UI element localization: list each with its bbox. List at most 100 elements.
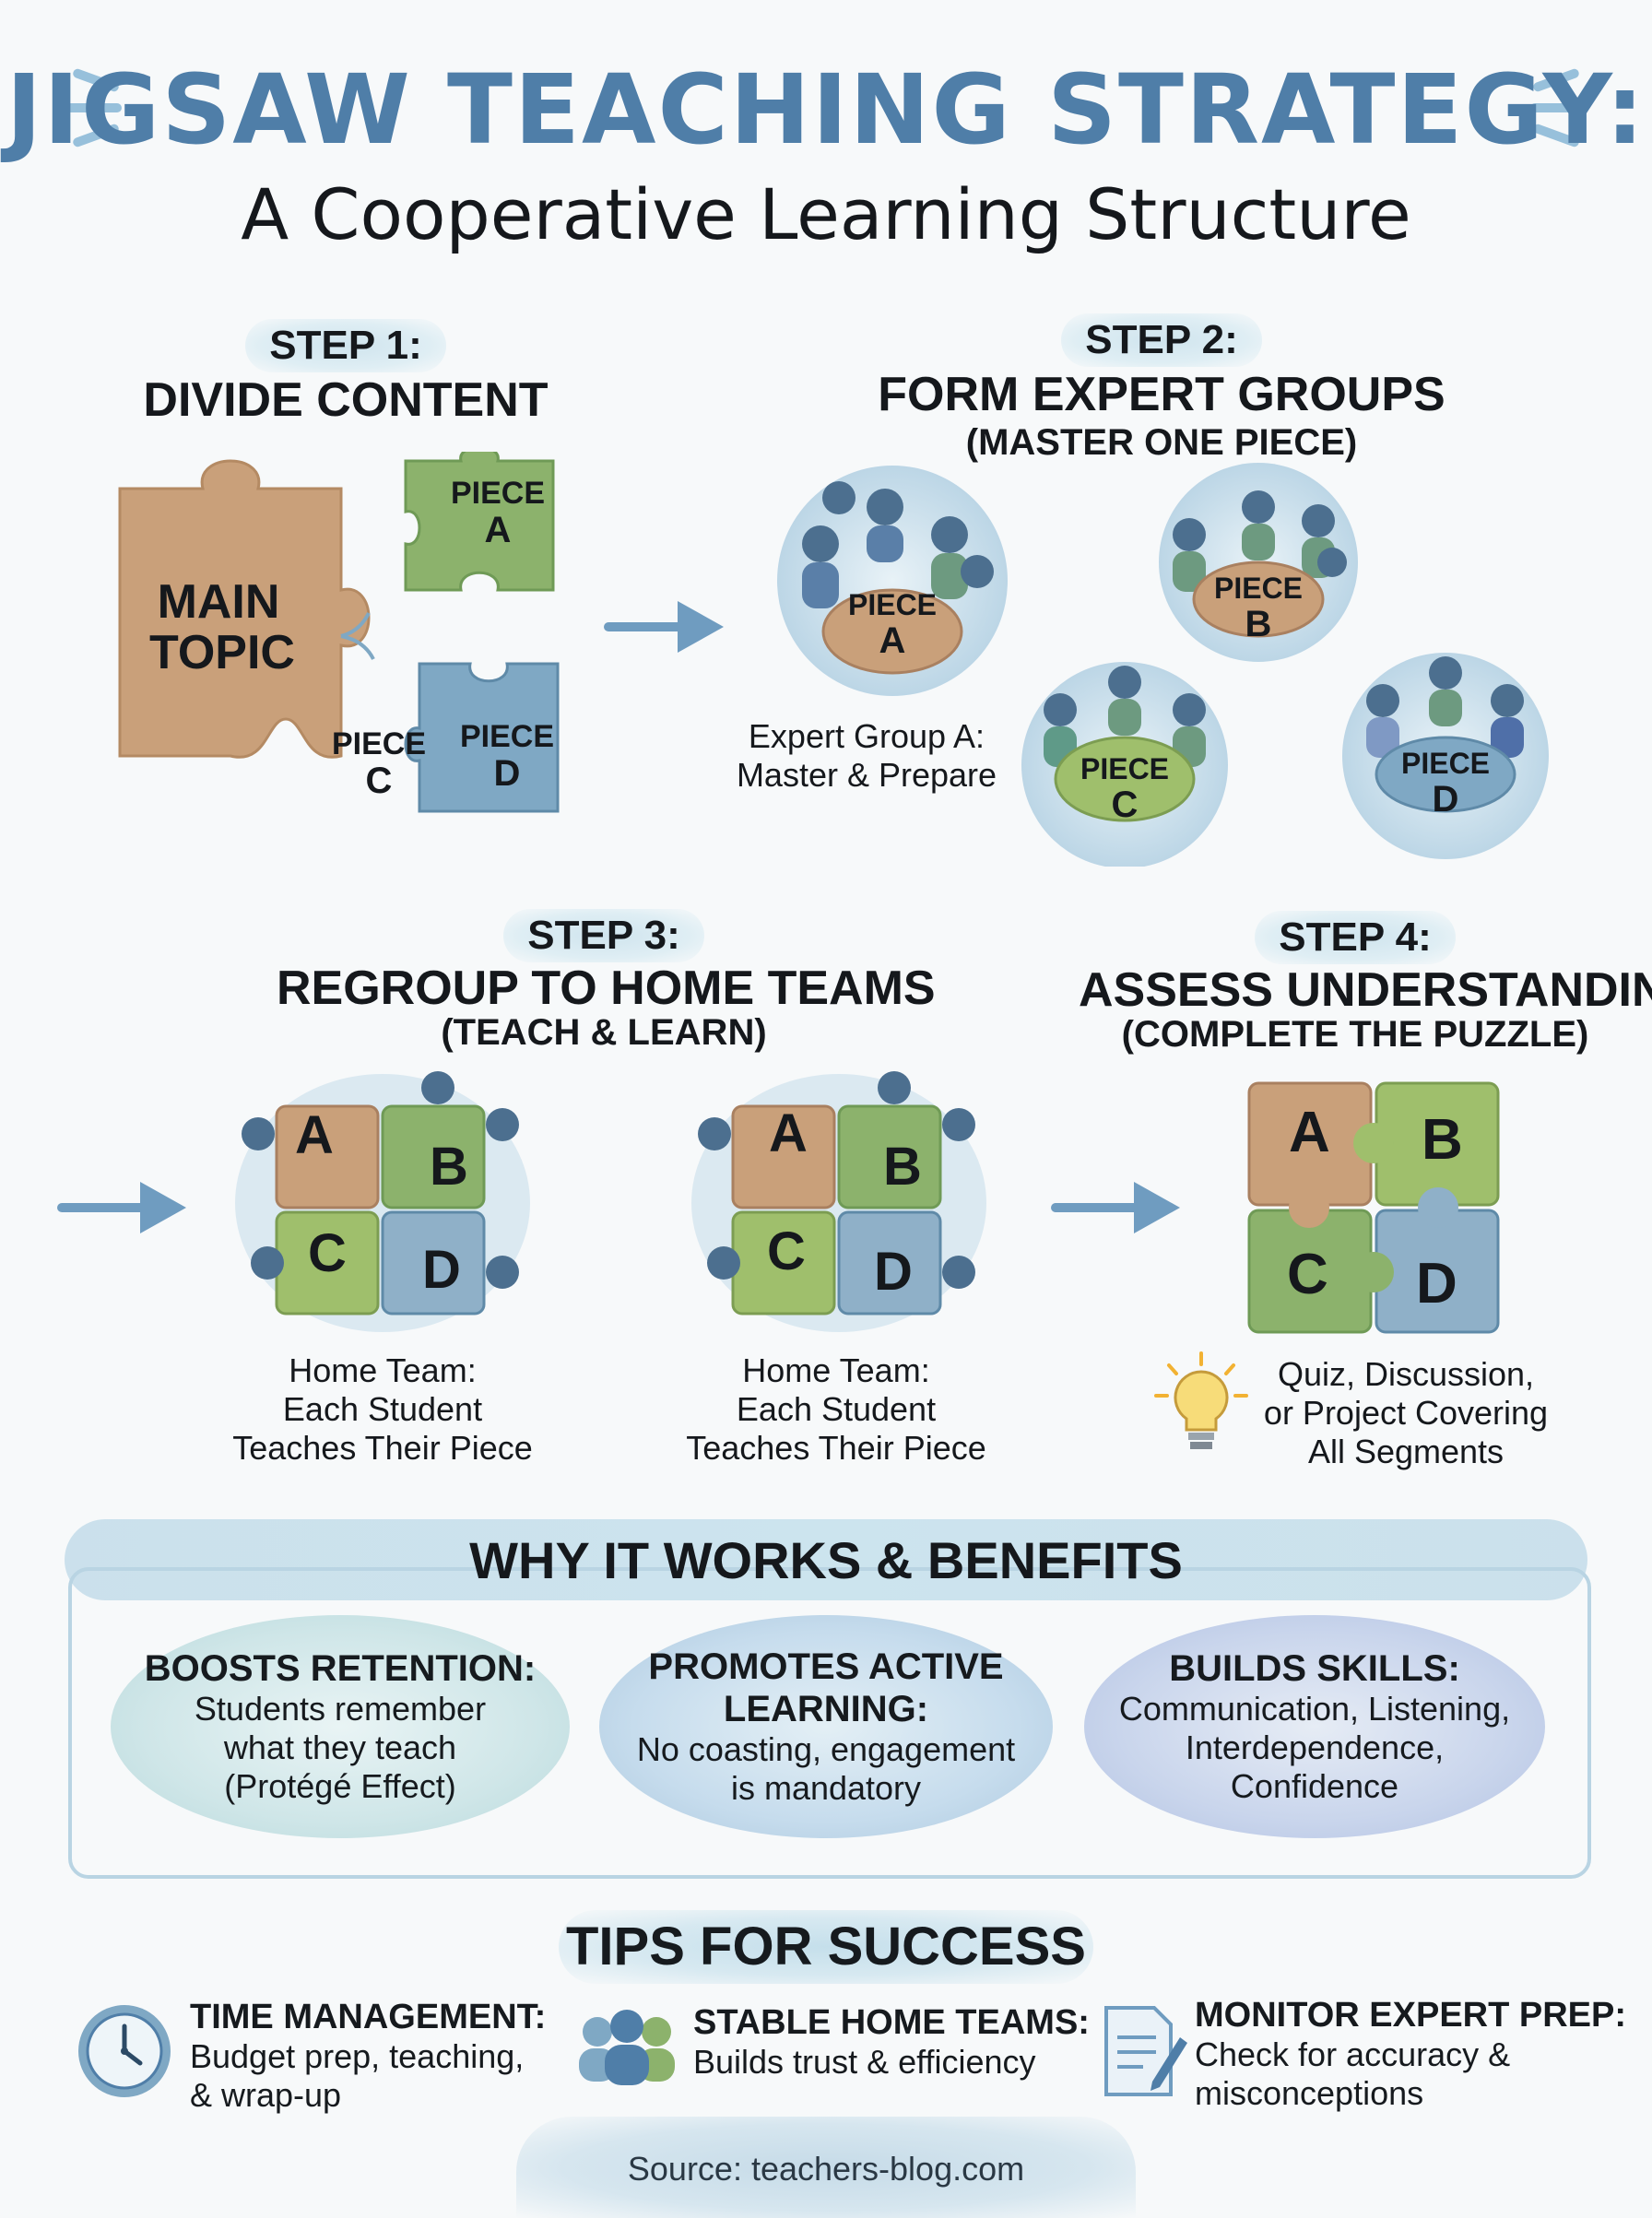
tip-monitor-line1: Check for accuracy & <box>1195 2035 1511 2073</box>
piece-d-word: PIECE <box>459 719 555 754</box>
expert-group-caption: Expert Group A: Master & Prepare <box>719 717 1014 795</box>
home-team-2-caption: Home Team: Each Student Teaches Their Pi… <box>666 1351 1007 1468</box>
step2-subtitle: (MASTER ONE PIECE) <box>965 422 1358 463</box>
arrow-right-icon <box>1051 1182 1180 1233</box>
home2-caption-line2: Each Student <box>736 1390 937 1428</box>
piece-a <box>404 452 555 592</box>
step1-puzzle-illustration <box>118 452 560 813</box>
expert-groups-illustration <box>777 463 1549 867</box>
benefit-skills-line3: Confidence <box>1230 1767 1399 1805</box>
benefit-retention-line3: (Protégé Effect) <box>224 1767 456 1805</box>
piece-a-label: PIECE A <box>442 477 553 550</box>
tip-stable-line1: Builds trust & efficiency <box>693 2043 1036 2081</box>
lightbulb-icon <box>1154 1351 1248 1449</box>
benefits-title: WHY IT WORKS & BENEFITS <box>469 1531 1183 1589</box>
clock-icon <box>78 2005 171 2097</box>
benefit-skills: BUILDS SKILLS: Communication, Listening,… <box>1084 1615 1545 1838</box>
expert-caption-line1: Expert Group A: <box>748 717 985 755</box>
home-team-1-caption: Home Team: Each Student Teaches Their Pi… <box>212 1351 553 1468</box>
group-b-letter: B <box>1245 603 1272 644</box>
benefit-skills-head: BUILDS SKILLS: <box>1169 1648 1460 1689</box>
home1-caption-line3: Teaches Their Piece <box>232 1429 533 1467</box>
source-credit: Source: teachers-blog.com <box>627 2150 1025 2188</box>
tip-time-line2: & wrap-up <box>190 2076 342 2114</box>
home2-caption-line1: Home Team: <box>742 1351 930 1389</box>
benefit-retention: BOOSTS RETENTION: Students remember what… <box>111 1615 570 1838</box>
group-b-word: PIECE <box>1213 572 1304 605</box>
benefit-active-head2: LEARNING: <box>723 1689 929 1729</box>
expert-group-d-label: PIECE D <box>1390 747 1501 820</box>
piece-c-word: PIECE <box>331 726 427 761</box>
home1-letter-a: A <box>295 1105 334 1165</box>
piece-c-letter: C <box>365 760 393 801</box>
group-d-letter: D <box>1432 778 1459 820</box>
completed-puzzle-illustration <box>1247 1081 1500 1334</box>
assess-caption: Quiz, Discussion, or Project Covering Al… <box>1254 1355 1558 1471</box>
step3-subtitle: (TEACH & LEARN) <box>441 1012 767 1053</box>
benefit-retention-line2: what they teach <box>223 1728 457 1766</box>
title-splash-left <box>65 103 122 112</box>
arrow-right-icon <box>604 601 724 653</box>
step1-badge: STEP 1: <box>245 319 446 372</box>
home2-letter-d: D <box>874 1242 913 1302</box>
final-letter-b: B <box>1422 1108 1463 1172</box>
step1-badge-wrap: STEP 1: <box>157 319 535 372</box>
group-a-letter: A <box>879 619 906 661</box>
step4-title: ASSESS UNDERSTANDING <box>1079 963 1652 1017</box>
benefit-retention-head: BOOSTS RETENTION: <box>144 1648 537 1689</box>
benefit-active-line1: No coasting, engagement <box>636 1730 1016 1768</box>
piece-d-letter: D <box>493 752 521 794</box>
document-pen-icon <box>1104 2006 1187 2096</box>
piece-d <box>404 662 560 813</box>
home2-letter-b: B <box>883 1137 922 1197</box>
tip-monitor-expert-prep: MONITOR EXPERT PREP: Check for accuracy … <box>1195 1995 1626 2113</box>
benefits-frame <box>68 1567 1591 1879</box>
final-letter-c: C <box>1287 1243 1328 1306</box>
tip-monitor-line2: misconceptions <box>1195 2074 1424 2112</box>
benefit-active-learning: PROMOTES ACTIVE LEARNING: No coasting, e… <box>599 1615 1053 1838</box>
tip-time-line1: Budget prep, teaching, <box>190 2037 525 2075</box>
step3-badge-wrap: STEP 3: <box>415 909 793 962</box>
piece-d-label: PIECE D <box>452 719 562 794</box>
benefits-banner <box>65 1519 1587 1600</box>
expert-group-b <box>1159 463 1358 662</box>
expert-group-a-label: PIECE A <box>837 589 948 661</box>
group-c-word: PIECE <box>1080 752 1170 785</box>
benefit-active-head1: PROMOTES ACTIVE <box>648 1646 1004 1687</box>
page-subtitle: A Cooperative Learning Structure <box>241 173 1411 255</box>
home-team-2-illustration <box>691 1071 986 1332</box>
main-topic-label: MAIN TOPIC <box>149 577 295 678</box>
step4-badge: STEP 4: <box>1255 911 1456 964</box>
home1-letter-b: B <box>430 1137 468 1197</box>
page-title: JIGSAW TEACHING STRATEGY: <box>6 53 1646 166</box>
tip-stable-head: STABLE HOME TEAMS: <box>693 2003 1090 2042</box>
home-team-1-illustration <box>235 1071 530 1332</box>
step1-title: DIVIDE CONTENT <box>143 373 549 427</box>
home1-caption-line1: Home Team: <box>289 1351 477 1389</box>
step2-title: FORM EXPERT GROUPS <box>878 368 1446 421</box>
benefit-skills-line2: Interdependence, <box>1185 1728 1445 1766</box>
title-splash-right <box>1530 103 1587 112</box>
step4-badge-wrap: STEP 4: <box>1171 911 1540 964</box>
home1-letter-d: D <box>422 1240 461 1300</box>
step4-subtitle: (COMPLETE THE PUZZLE) <box>1121 1014 1589 1055</box>
benefit-retention-line1: Students remember <box>194 1690 487 1728</box>
assess-caption-line1: Quiz, Discussion, <box>1277 1355 1535 1393</box>
piece-c-label: PIECE C <box>328 726 430 801</box>
group-c-letter: C <box>1111 784 1139 825</box>
expert-group-a <box>777 466 1008 696</box>
assess-caption-line2: or Project Covering <box>1263 1394 1549 1432</box>
tip-monitor-head: MONITOR EXPERT PREP: <box>1195 1996 1627 2035</box>
arrow-right-icon <box>57 1182 186 1233</box>
benefit-active-line2: is mandatory <box>730 1769 922 1807</box>
group-d-word: PIECE <box>1400 747 1491 780</box>
home1-letter-c: C <box>308 1223 347 1283</box>
expert-caption-line2: Master & Prepare <box>736 756 997 794</box>
piece-a-letter: A <box>484 509 512 550</box>
expert-group-c <box>1021 662 1228 867</box>
benefit-skills-line1: Communication, Listening, <box>1118 1690 1511 1728</box>
home2-caption-line3: Teaches Their Piece <box>686 1429 986 1467</box>
expert-group-c-label: PIECE C <box>1069 752 1180 825</box>
tip-time-head: TIME MANAGEMENT: <box>190 1998 547 2036</box>
home2-letter-a: A <box>769 1103 808 1163</box>
